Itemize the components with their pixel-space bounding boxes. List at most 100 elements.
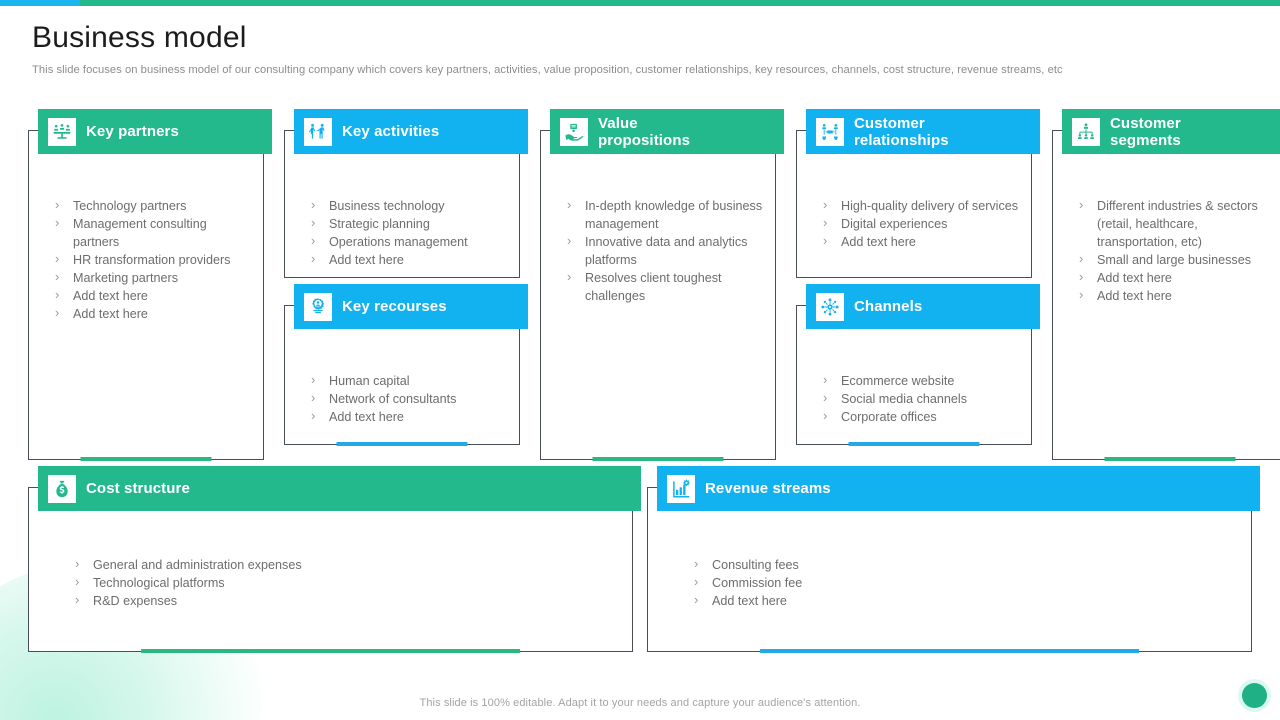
- card-header-customer-segments: Customer segments: [1062, 109, 1280, 154]
- list-item: Corporate offices: [819, 407, 1019, 426]
- top-accent-bar: [0, 0, 1280, 6]
- column-key-activities: Key activities Business technology Strat…: [284, 109, 528, 446]
- card-cost-structure[interactable]: Cost structure General and administratio…: [28, 466, 641, 653]
- list-item: Add text here: [1075, 268, 1275, 287]
- list-item: Human capital: [307, 371, 507, 390]
- list-item: Add text here: [307, 407, 507, 426]
- list-customer-relationships: High-quality delivery of services Digita…: [797, 196, 1031, 251]
- list-item: HR transformation providers: [51, 250, 251, 269]
- card-header-customer-relationships: Customer relationships: [806, 109, 1040, 154]
- column-cost-structure: Cost structure General and administratio…: [28, 466, 641, 653]
- gear-person-icon: [304, 292, 332, 321]
- business-model-canvas: Key partners Technology partners Managem…: [28, 109, 1280, 653]
- card-header-value-propositions: Value propositions: [550, 109, 784, 154]
- canvas-top-row: Key partners Technology partners Managem…: [28, 109, 1280, 461]
- card-title-customer-segments: Customer segments: [1110, 114, 1181, 149]
- card-accent-value-propositions: [592, 457, 724, 461]
- list-item: General and administration expenses: [71, 555, 620, 574]
- column-revenue-streams: Revenue streams Consulting fees Commissi…: [647, 466, 1260, 653]
- hand-offer-icon: [560, 117, 588, 146]
- list-item: Operations management: [307, 232, 507, 251]
- list-item: Technology partners: [51, 196, 251, 215]
- card-title-value-propositions: Value propositions: [598, 114, 691, 149]
- list-customer-segments: Different industries & sectors (retail, …: [1053, 196, 1280, 305]
- card-header-key-activities: Key activities: [294, 109, 528, 154]
- top-accent-bar-blue-segment: [0, 0, 80, 6]
- list-item: Technological platforms: [71, 573, 620, 592]
- meeting-table-icon: [48, 117, 76, 146]
- list-item: Digital experiences: [819, 214, 1019, 233]
- card-title-cost-structure: Cost structure: [86, 480, 190, 497]
- card-title-channels: Channels: [854, 298, 923, 315]
- card-header-channels: Channels: [806, 284, 1040, 329]
- list-channels: Ecommerce website Social media channels …: [797, 371, 1031, 426]
- list-cost-structure: General and administration expenses Tech…: [29, 555, 632, 610]
- top-accent-bar-green-segment: [80, 0, 1280, 6]
- card-header-key-recourses: Key recourses: [294, 284, 528, 329]
- list-item: Small and large businesses: [1075, 250, 1275, 269]
- column-customer-relationships: Customer relationships High-quality deli…: [796, 109, 1040, 446]
- card-title-revenue-streams: Revenue streams: [705, 480, 831, 497]
- list-item: Marketing partners: [51, 268, 251, 287]
- list-item: Management consulting partners: [51, 214, 251, 251]
- hierarchy-people-icon: [1072, 117, 1100, 146]
- list-key-activities: Business technology Strategic planning O…: [285, 196, 519, 269]
- list-item: High-quality delivery of services: [819, 196, 1019, 215]
- list-item: Strategic planning: [307, 214, 507, 233]
- list-item: Add text here: [819, 232, 1019, 251]
- list-item: Social media channels: [819, 389, 1019, 408]
- list-value-propositions: In-depth knowledge of business managemen…: [541, 196, 775, 305]
- card-value-propositions[interactable]: Value propositions In-depth knowledge of…: [540, 109, 784, 461]
- list-item: R&D expenses: [71, 591, 620, 610]
- card-revenue-streams[interactable]: Revenue streams Consulting fees Commissi…: [647, 466, 1260, 653]
- column-customer-segments: Customer segments Different industries &…: [1052, 109, 1280, 461]
- card-title-key-activities: Key activities: [342, 123, 440, 140]
- card-accent-customer-segments: [1104, 457, 1236, 461]
- growth-chart-gear-icon: [667, 474, 695, 503]
- card-header-key-partners: Key partners: [38, 109, 272, 154]
- list-key-recourses: Human capital Network of consultants Add…: [285, 371, 519, 426]
- card-key-partners[interactable]: Key partners Technology partners Managem…: [28, 109, 272, 461]
- list-item: Add text here: [51, 286, 251, 305]
- corner-dot-decoration: [1242, 683, 1267, 708]
- card-customer-relationships[interactable]: Customer relationships High-quality deli…: [796, 109, 1040, 278]
- network-people-icon: [816, 117, 844, 146]
- card-accent-cost-structure: [140, 649, 521, 653]
- card-accent-revenue-streams: [759, 649, 1140, 653]
- card-title-key-partners: Key partners: [86, 123, 179, 140]
- column-value-propositions: Value propositions In-depth knowledge of…: [540, 109, 784, 461]
- card-title-key-recourses: Key recourses: [342, 298, 447, 315]
- list-item: Different industries & sectors (retail, …: [1075, 196, 1275, 251]
- card-header-cost-structure: Cost structure: [38, 466, 641, 511]
- list-item: Resolves client toughest challenges: [563, 268, 763, 305]
- column-key-partners: Key partners Technology partners Managem…: [28, 109, 272, 461]
- list-item: Ecommerce website: [819, 371, 1019, 390]
- page-header: Business model This slide focuses on bus…: [32, 18, 1248, 78]
- page-subtitle: This slide focuses on business model of …: [32, 64, 1063, 76]
- card-customer-segments[interactable]: Customer segments Different industries &…: [1052, 109, 1280, 461]
- canvas-bottom-row: Cost structure General and administratio…: [28, 466, 1260, 653]
- card-accent-channels: [848, 442, 980, 446]
- card-header-revenue-streams: Revenue streams: [657, 466, 1260, 511]
- card-accent-key-partners: [80, 457, 212, 461]
- list-item: Consulting fees: [690, 555, 1239, 574]
- people-activity-icon: [304, 117, 332, 146]
- list-item: Commission fee: [690, 573, 1239, 592]
- money-bag-icon: [48, 474, 76, 503]
- list-key-partners: Technology partners Management consultin…: [29, 196, 263, 323]
- card-key-activities[interactable]: Key activities Business technology Strat…: [284, 109, 528, 278]
- list-item: Network of consultants: [307, 389, 507, 408]
- card-accent-key-recourses: [336, 442, 468, 446]
- list-item: Add text here: [307, 250, 507, 269]
- card-channels[interactable]: Channels Ecommerce website Social media …: [796, 284, 1040, 446]
- card-key-recourses[interactable]: Key recourses Human capital Network of c…: [284, 284, 528, 446]
- list-revenue-streams: Consulting fees Commission fee Add text …: [648, 555, 1251, 610]
- card-title-customer-relationships: Customer relationships: [854, 114, 949, 149]
- list-item: Add text here: [1075, 286, 1275, 305]
- list-item: Add text here: [690, 591, 1239, 610]
- distribution-hub-icon: [816, 292, 844, 321]
- page-title: Business model: [32, 21, 247, 54]
- list-item: Business technology: [307, 196, 507, 215]
- footer-note: This slide is 100% editable. Adapt it to…: [419, 697, 861, 709]
- list-item: Add text here: [51, 304, 251, 323]
